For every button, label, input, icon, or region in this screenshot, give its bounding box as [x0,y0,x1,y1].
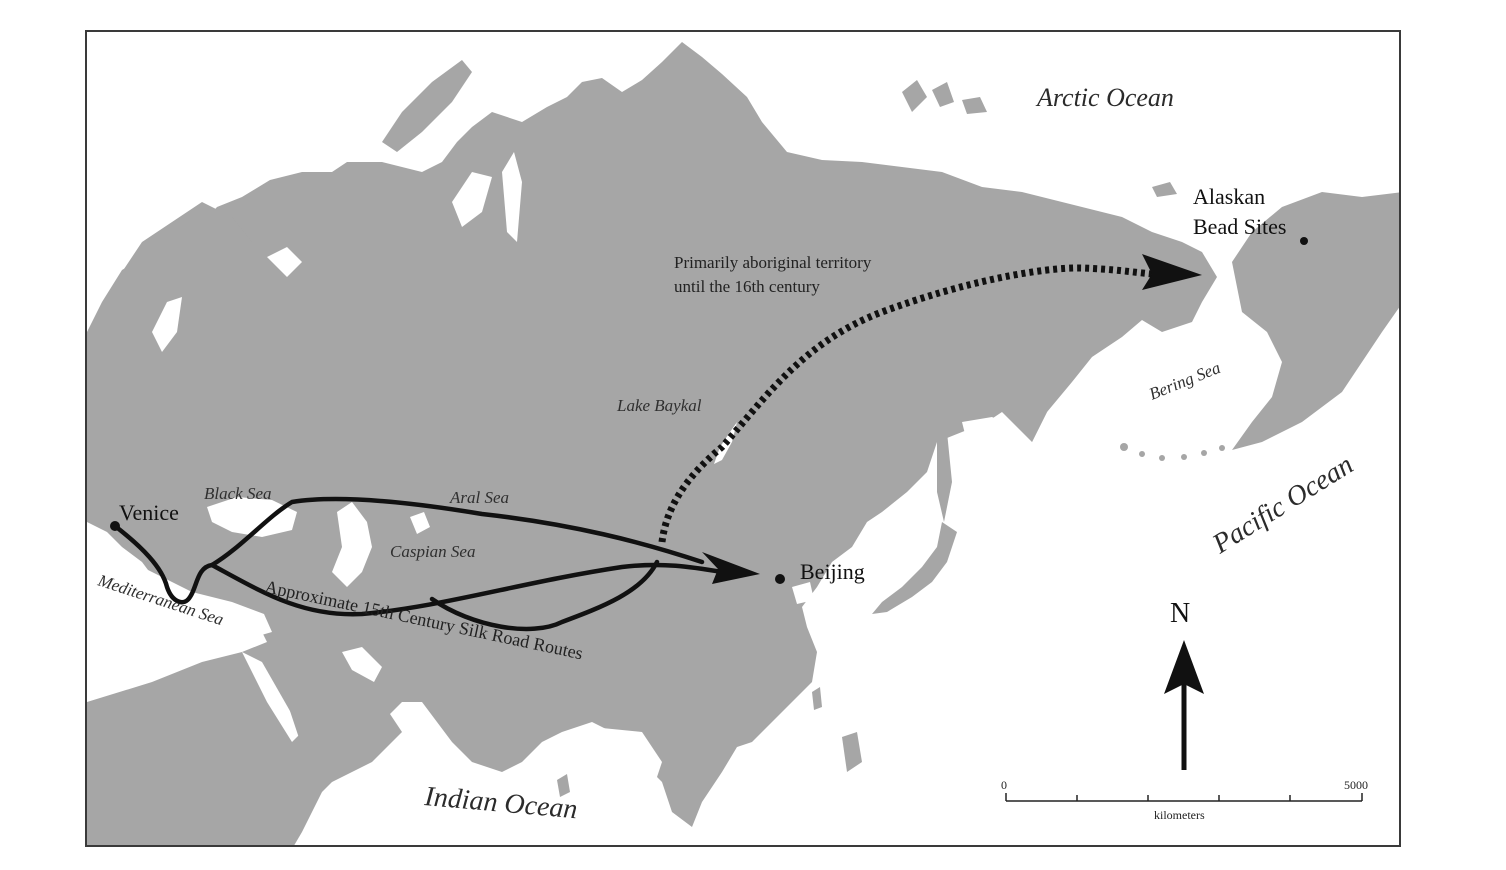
alaska-landmass [1232,192,1399,450]
bering-sea-label: Bering Sea [1146,358,1223,404]
okhotsk-sea [962,417,1022,452]
arctic-island-4 [962,97,987,114]
arctic-island-2 [902,80,927,112]
route-arrowhead-beijing [702,552,760,584]
baltic-sea [152,297,182,352]
route-venice-segment [112,523,215,605]
scale-max-label: 5000 [1344,778,1368,792]
kara-sea-inlet [452,172,492,227]
mediterranean-sea [87,557,272,642]
ob-gulf [502,152,522,242]
indian-ocean-label: Indian Ocean [422,781,578,825]
britain-island [92,397,112,437]
map-frame: Arctic Ocean Pacific Ocean Indian Ocean … [85,30,1401,847]
black-sea [207,497,297,537]
taiwan-island [812,687,822,710]
venice-dot [110,521,120,531]
novaya-zemlya-island [382,60,472,152]
bay-of-bengal-water [592,727,662,792]
sri-lanka-island [557,774,570,797]
red-sea [242,652,302,742]
route-middle [209,562,725,617]
arabian-peninsula [272,652,402,782]
sakhalin-island [937,432,952,522]
beijing-label: Beijing [800,559,865,584]
alaskan-label-line1: Alaskan [1193,184,1265,209]
persian-gulf [342,647,382,682]
beijing-dot [775,574,785,584]
scale-bar [1005,793,1363,802]
route-to-alaska-dotted [658,264,1153,543]
scale-min-label: 0 [1001,778,1007,792]
wrangel-island [1152,182,1177,197]
kamchatka-peninsula [1022,352,1067,442]
arctic-island-3 [932,82,954,107]
scale-unit-label: kilometers [1154,808,1205,822]
route-arrowhead-alaska [1142,254,1202,290]
caspian-sea [332,502,372,587]
alaskan-bead-sites-dot [1300,237,1308,245]
bohai-sea [792,582,814,604]
aboriginal-territory-line2: until the 16th century [674,277,820,296]
map-canvas: Arctic Ocean Pacific Ocean Indian Ocean … [87,42,1399,845]
silk-road-routes [112,496,725,632]
aral-sea [410,512,430,534]
route-northern [209,496,705,568]
north-arrow: N [1164,598,1204,770]
route-southern [429,559,660,632]
aleutian-islands [1120,443,1225,461]
eurasia-landmass [87,42,1217,845]
arctic-ocean-label: Arctic Ocean [1035,83,1174,112]
philippines-islands [842,732,862,772]
aral-sea-label: Aral Sea [449,488,509,507]
alaskan-label-line2: Bead Sites [1193,214,1287,239]
black-sea-label: Black Sea [204,484,272,503]
white-sea [267,247,302,277]
japan-islands [872,522,957,614]
north-arrow-head [1164,640,1204,694]
arctic-island-1 [362,162,392,197]
venice-label: Venice [119,500,179,525]
caspian-sea-label: Caspian Sea [390,542,475,561]
aboriginal-territory-line1: Primarily aboriginal territory [674,253,872,272]
pacific-ocean-label: Pacific Ocean [1206,449,1358,560]
north-arrow-label: N [1170,598,1190,629]
lake-baykal-label: Lake Baykal [616,396,702,415]
